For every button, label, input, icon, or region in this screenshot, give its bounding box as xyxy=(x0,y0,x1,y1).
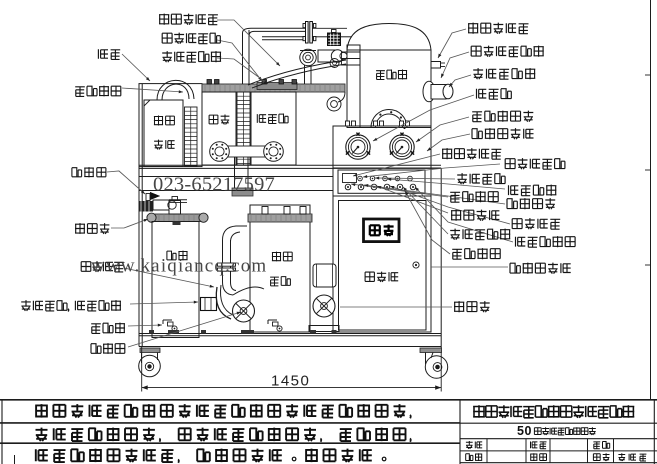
svg-text:www.kaiqiancq.com: www.kaiqiancq.com xyxy=(91,256,267,277)
svg-text:50: 50 xyxy=(517,424,532,438)
svg-text:023-65217597: 023-65217597 xyxy=(153,174,275,196)
svg-text:1450: 1450 xyxy=(271,373,310,390)
